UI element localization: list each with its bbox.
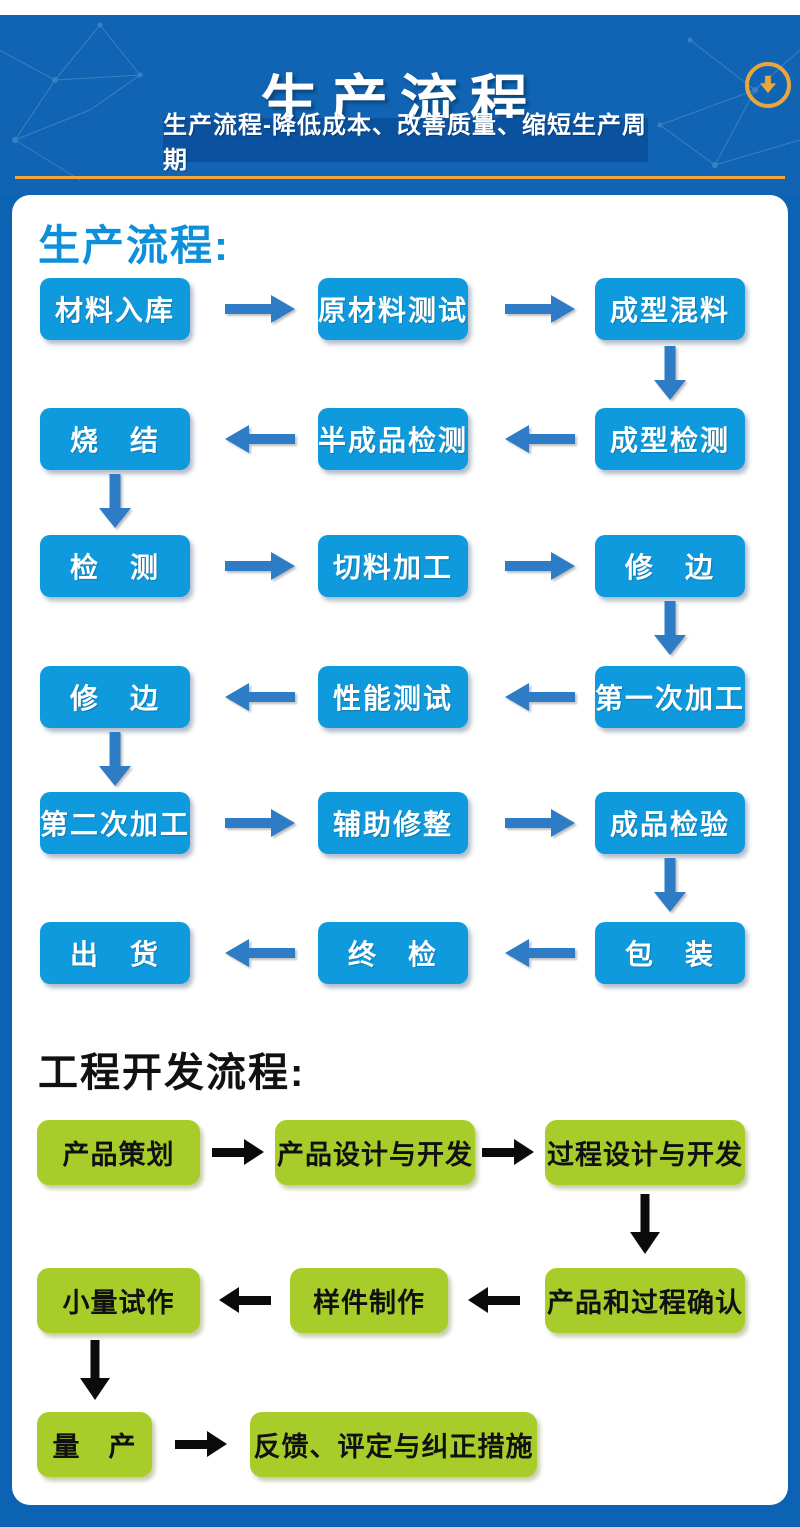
- flow-box-feedback-corrective: 反馈、评定与纠正措施: [250, 1412, 537, 1477]
- arrow-left-icon: [225, 425, 295, 453]
- engineering-flow-heading: 工程开发流程:: [38, 1051, 306, 1095]
- flow-box-trim-1: 修 边: [595, 535, 745, 597]
- arrow-down-icon: [654, 346, 686, 400]
- page-subtitle: 生产流程-降低成本、改善质量、缩短生产周期: [163, 112, 647, 174]
- flow-box-material-in: 材料入库: [40, 278, 190, 340]
- arrow-left-icon: [505, 425, 575, 453]
- arrow-left-icon: [505, 683, 575, 711]
- arrow-down-icon: [99, 474, 131, 528]
- flow-box-sample-making: 样件制作: [290, 1268, 448, 1333]
- flow-box-product-planning: 产品策划: [37, 1120, 200, 1185]
- flow-box-cutting: 切料加工: [318, 535, 468, 597]
- flow-box-performance-test: 性能测试: [318, 666, 468, 728]
- down-arrow-icon: [759, 75, 777, 94]
- arrow-down-icon: [630, 1194, 660, 1254]
- arrow-right-icon: [212, 1139, 264, 1165]
- top-white-strip: [0, 0, 800, 15]
- arrow-left-icon: [225, 939, 295, 967]
- flow-box-mix-forming: 成型混料: [595, 278, 745, 340]
- flow-box-trim-2: 修 边: [40, 666, 190, 728]
- flow-box-mass-production: 量 产: [37, 1412, 152, 1477]
- arrow-down-icon: [654, 601, 686, 655]
- page-header: 生产流程 生产流程-降低成本、改善质量、缩短生产周期: [0, 15, 800, 195]
- arrow-down-icon: [99, 732, 131, 786]
- flow-box-final-check: 终 检: [318, 922, 468, 984]
- download-circle-icon: [745, 62, 791, 108]
- arrow-right-icon: [482, 1139, 534, 1165]
- flow-box-final-product-inspect: 成品检验: [595, 792, 745, 854]
- flow-box-packaging: 包 装: [595, 922, 745, 984]
- arrow-left-icon: [505, 939, 575, 967]
- flow-box-first-machining: 第一次加工: [595, 666, 745, 728]
- subtitle-bar: 生产流程-降低成本、改善质量、缩短生产周期: [163, 112, 648, 174]
- flow-box-aux-finishing: 辅助修整: [318, 792, 468, 854]
- flow-box-product-design-dev: 产品设计与开发: [275, 1120, 475, 1185]
- flow-box-small-batch-trial: 小量试作: [37, 1268, 200, 1333]
- flow-box-semi-product-inspect: 半成品检测: [318, 408, 468, 470]
- arrow-right-icon: [175, 1431, 227, 1457]
- arrow-right-icon: [505, 552, 575, 580]
- arrow-down-icon: [80, 1340, 110, 1400]
- arrow-left-icon: [225, 683, 295, 711]
- arrow-right-icon: [505, 809, 575, 837]
- production-flow-heading: 生产流程:: [38, 222, 230, 269]
- flow-box-forming-inspect: 成型检测: [595, 408, 745, 470]
- arrow-left-icon: [468, 1287, 520, 1313]
- flow-box-raw-material-test: 原材料测试: [318, 278, 468, 340]
- arrow-right-icon: [505, 295, 575, 323]
- arrow-right-icon: [225, 809, 295, 837]
- flow-box-second-machining: 第二次加工: [40, 792, 190, 854]
- flow-box-product-process-confirm: 产品和过程确认: [545, 1268, 745, 1333]
- flow-box-shipment: 出 货: [40, 922, 190, 984]
- arrow-right-icon: [225, 295, 295, 323]
- arrow-right-icon: [225, 552, 295, 580]
- arrow-down-icon: [654, 858, 686, 912]
- flow-box-process-design-dev: 过程设计与开发: [545, 1120, 745, 1185]
- gold-divider-line: [15, 176, 785, 179]
- flow-box-sintering: 烧 结: [40, 408, 190, 470]
- flow-box-inspect: 检 测: [40, 535, 190, 597]
- arrow-left-icon: [219, 1287, 271, 1313]
